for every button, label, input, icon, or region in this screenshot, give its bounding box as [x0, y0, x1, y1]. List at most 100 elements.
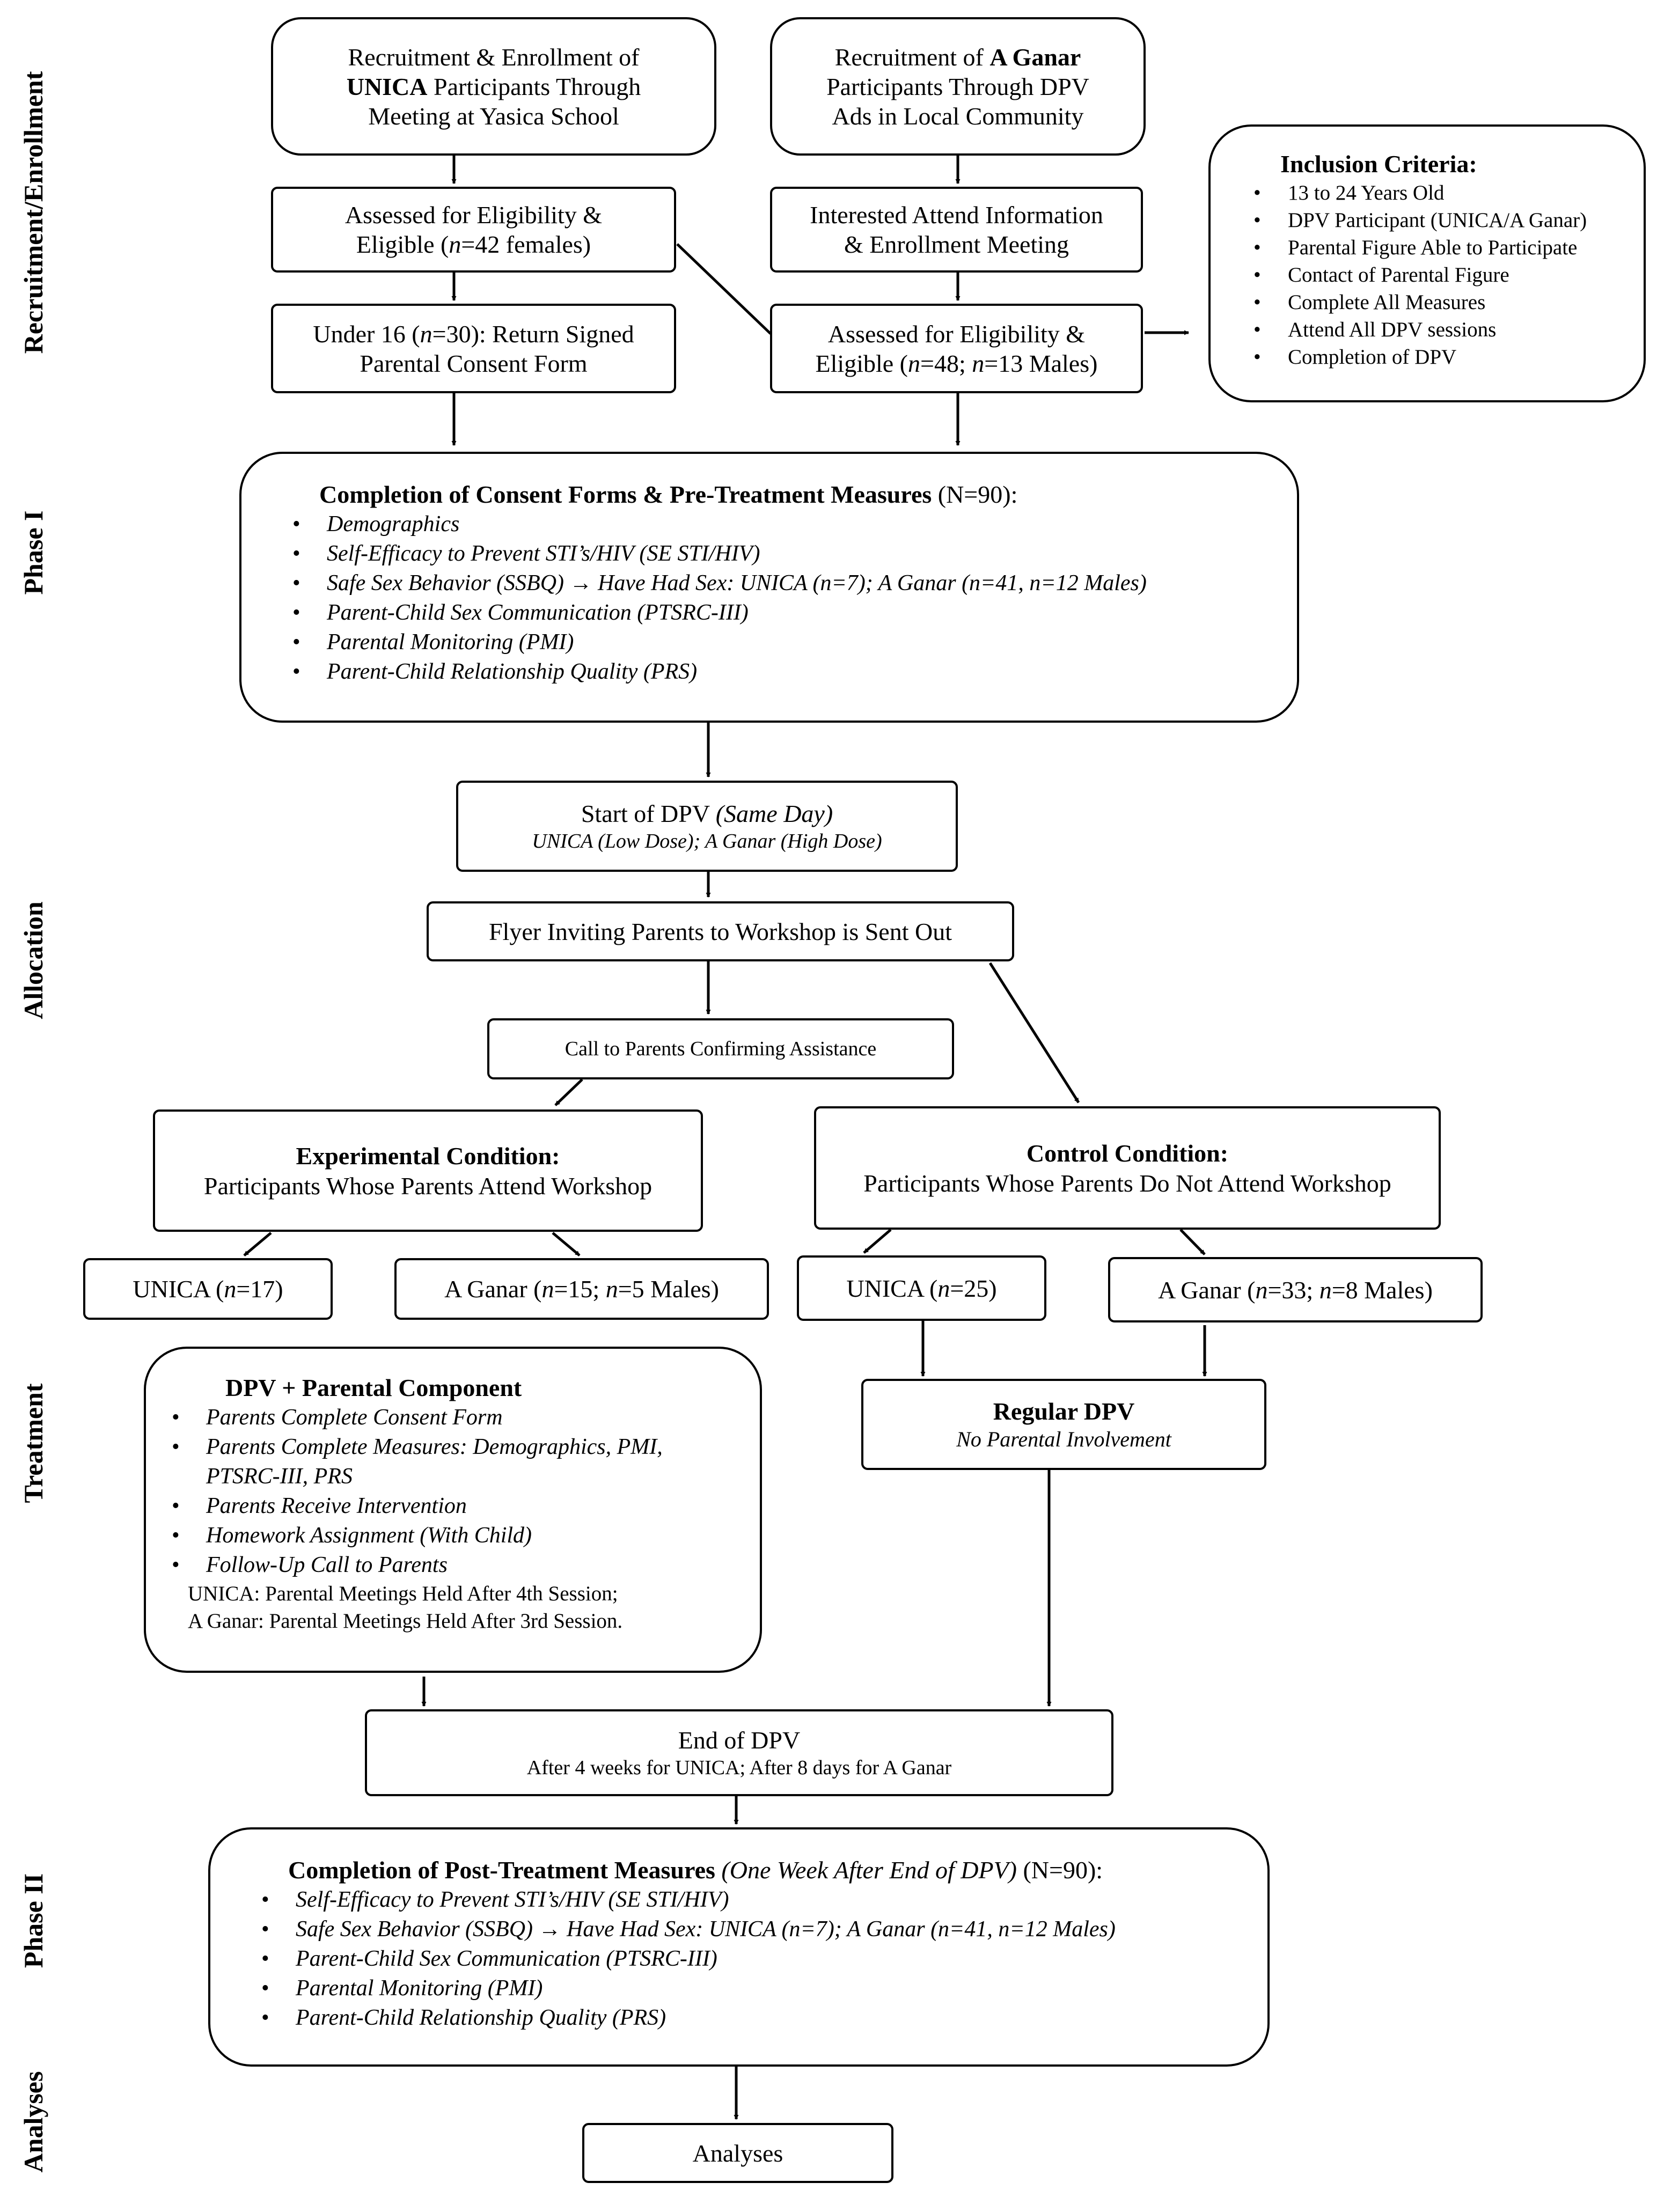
box-text: A Ganar (n=15; n=5 Males) — [444, 1275, 719, 1303]
box-text: Interested Attend Information — [810, 201, 1103, 229]
flyer-box: Flyer Inviting Parents to Workshop is Se… — [427, 901, 1014, 961]
box-text: Call to Parents Confirming Assistance — [565, 1038, 877, 1060]
list-item: Parents Complete Measures: Demographics,… — [172, 1432, 760, 1462]
aganar-info-meeting-box: Interested Attend Information & Enrollme… — [770, 187, 1143, 273]
posttreatment-title: Completion of Post-Treatment Measures (O… — [288, 1856, 1103, 1884]
list-item: Safe Sex Behavior (SSBQ) → Have Had Sex:… — [292, 569, 1297, 598]
exp-unica-box: UNICA (n=17) — [83, 1258, 333, 1320]
exp-aganar-box: A Ganar (n=15; n=5 Males) — [394, 1258, 769, 1320]
list-item: Parent-Child Relationship Quality (PRS) — [292, 657, 1297, 687]
box-text: Ads in Local Community — [832, 102, 1084, 130]
list-item: Parent-Child Sex Communication (PTSRC-II… — [292, 598, 1297, 628]
arrow — [243, 1232, 272, 1256]
arrow — [1179, 1229, 1206, 1255]
list-item: Parents Receive Intervention — [172, 1491, 760, 1521]
box-text: Recruitment of A Ganar — [834, 43, 1081, 71]
dpv-parental-note-unica: UNICA: Parental Meetings Held After 4th … — [188, 1582, 618, 1605]
aganar-recruitment-box: Recruitment of A Ganar Participants Thro… — [770, 17, 1146, 156]
phase-label-analyses: Analyses — [18, 2071, 48, 2173]
box-text: Flyer Inviting Parents to Workshop is Se… — [488, 917, 952, 945]
box-text: UNICA (n=25) — [846, 1274, 997, 1302]
phase-label-phase2: Phase II — [18, 1873, 48, 1968]
box-text: Recruitment & Enrollment of — [348, 43, 640, 71]
list-item: Parents Complete Consent Form — [172, 1403, 760, 1432]
box-text: UNICA (n=17) — [133, 1275, 283, 1303]
box-text: Under 16 (n=30): Return Signed — [313, 320, 634, 348]
arrow — [552, 1232, 581, 1256]
box-text: Participants Through DPV — [826, 72, 1089, 100]
list-item: Parental Monitoring (PMI) — [261, 1974, 1267, 2003]
experimental-subtitle: Participants Whose Parents Attend Worksh… — [203, 1172, 653, 1200]
control-condition-box: Control Condition: Participants Whose Pa… — [814, 1106, 1441, 1230]
list-item: DPV Participant (UNICA/A Ganar) — [1254, 207, 1644, 234]
list-item: Demographics — [292, 510, 1297, 539]
box-text: UNICA (Low Dose); A Ganar (High Dose) — [532, 829, 882, 853]
box-text: End of DPV — [678, 1726, 801, 1754]
analyses-box: Analyses — [582, 2123, 893, 2183]
list-item: 13 to 24 Years Old — [1254, 179, 1644, 207]
pretreatment-measures-box: Completion of Consent Forms & Pre-Treatm… — [239, 452, 1299, 723]
pretreatment-list: Demographics Self-Efficacy to Prevent ST… — [292, 510, 1297, 687]
inclusion-criteria-list: 13 to 24 Years Old DPV Participant (UNIC… — [1254, 179, 1644, 371]
phase-label-treatment: Treatment — [18, 1383, 48, 1503]
regular-dpv-box: Regular DPV No Parental Involvement — [861, 1379, 1266, 1470]
box-text: & Enrollment Meeting — [844, 231, 1069, 258]
control-subtitle: Participants Whose Parents Do Not Attend… — [863, 1169, 1391, 1197]
phase-label-phase1: Phase I — [18, 510, 48, 595]
box-text: Eligible (n=42 females) — [356, 231, 591, 258]
list-item: Self-Efficacy to Prevent STI’s/HIV (SE S… — [261, 1885, 1267, 1915]
box-text: Parental Consent Form — [360, 349, 588, 377]
inclusion-criteria-title: Inclusion Criteria: — [1280, 150, 1477, 178]
dpv-parental-component-box: DPV + Parental Component Parents Complet… — [144, 1347, 762, 1673]
box-text: Eligible (n=48; n=13 Males) — [815, 349, 1098, 377]
call-parents-box: Call to Parents Confirming Assistance — [487, 1018, 954, 1079]
box-text: A Ganar (n=33; n=8 Males) — [1158, 1276, 1433, 1304]
aganar-eligibility-box: Assessed for Eligibility & Eligible (n=4… — [770, 304, 1143, 393]
list-item: Self-Efficacy to Prevent STI’s/HIV (SE S… — [292, 539, 1297, 569]
inclusion-criteria-box: Inclusion Criteria: 13 to 24 Years Old D… — [1208, 124, 1646, 402]
experimental-title: Experimental Condition: — [296, 1142, 560, 1170]
end-dpv-box: End of DPV After 4 weeks for UNICA; Afte… — [365, 1709, 1113, 1796]
list-item: Homework Assignment (With Child) — [172, 1521, 760, 1550]
box-text: UNICA Participants Through — [346, 72, 641, 100]
box-text: Meeting at Yasica School — [368, 102, 619, 130]
box-text: Assessed for Eligibility & — [827, 320, 1086, 348]
under16-consent-box: Under 16 (n=30): Return Signed Parental … — [271, 304, 676, 393]
dpv-parental-note-aganar: A Ganar: Parental Meetings Held After 3r… — [188, 1610, 623, 1633]
ctl-unica-box: UNICA (n=25) — [797, 1255, 1046, 1321]
box-text: After 4 weeks for UNICA; After 8 days fo… — [526, 1756, 952, 1779]
box-text: Start of DPV (Same Day) — [581, 799, 833, 827]
regular-dpv-title: Regular DPV — [993, 1398, 1135, 1425]
arrow — [988, 962, 1080, 1104]
unica-recruitment-box: Recruitment & Enrollment of UNICA Partic… — [271, 17, 716, 156]
unica-eligibility-box: Assessed for Eligibility & Eligible (n=4… — [271, 187, 676, 273]
arrow — [863, 1229, 892, 1254]
arrow — [554, 1078, 583, 1106]
experimental-condition-box: Experimental Condition: Participants Who… — [153, 1109, 703, 1232]
list-item: Attend All DPV sessions — [1254, 316, 1644, 343]
ctl-aganar-box: A Ganar (n=33; n=8 Males) — [1108, 1257, 1483, 1322]
list-item: Parental Monitoring (PMI) — [292, 628, 1297, 657]
list-item-continuation: PTSRC-III, PRS — [206, 1464, 353, 1489]
dpv-parental-title: DPV + Parental Component — [225, 1374, 522, 1401]
regular-dpv-subtitle: No Parental Involvement — [956, 1427, 1171, 1451]
list-item: Completion of DPV — [1254, 343, 1644, 371]
dpv-parental-list: Parents Complete Consent Form Parents Co… — [172, 1403, 760, 1580]
box-text: Assessed for Eligibility & — [344, 201, 603, 229]
list-item: Follow-Up Call to Parents — [172, 1550, 760, 1580]
pretreatment-title: Completion of Consent Forms & Pre-Treatm… — [319, 481, 1018, 508]
list-item: Complete All Measures — [1254, 289, 1644, 316]
list-item: Safe Sex Behavior (SSBQ) → Have Had Sex:… — [261, 1915, 1267, 1944]
start-dpv-box: Start of DPV (Same Day) UNICA (Low Dose)… — [456, 781, 958, 872]
phase-label-recruitment: Recruitment/Enrollment — [18, 71, 48, 354]
phase-label-allocation: Allocation — [18, 901, 48, 1019]
box-text: Analyses — [692, 2139, 783, 2167]
list-item: Parent-Child Relationship Quality (PRS) — [261, 2003, 1267, 2033]
list-item: Contact of Parental Figure — [1254, 261, 1644, 289]
list-item: Parent-Child Sex Communication (PTSRC-II… — [261, 1944, 1267, 1974]
control-title: Control Condition: — [1026, 1139, 1229, 1167]
connector-line — [676, 243, 772, 335]
posttreatment-list: Self-Efficacy to Prevent STI’s/HIV (SE S… — [261, 1885, 1267, 2033]
posttreatment-measures-box: Completion of Post-Treatment Measures (O… — [208, 1827, 1270, 2067]
